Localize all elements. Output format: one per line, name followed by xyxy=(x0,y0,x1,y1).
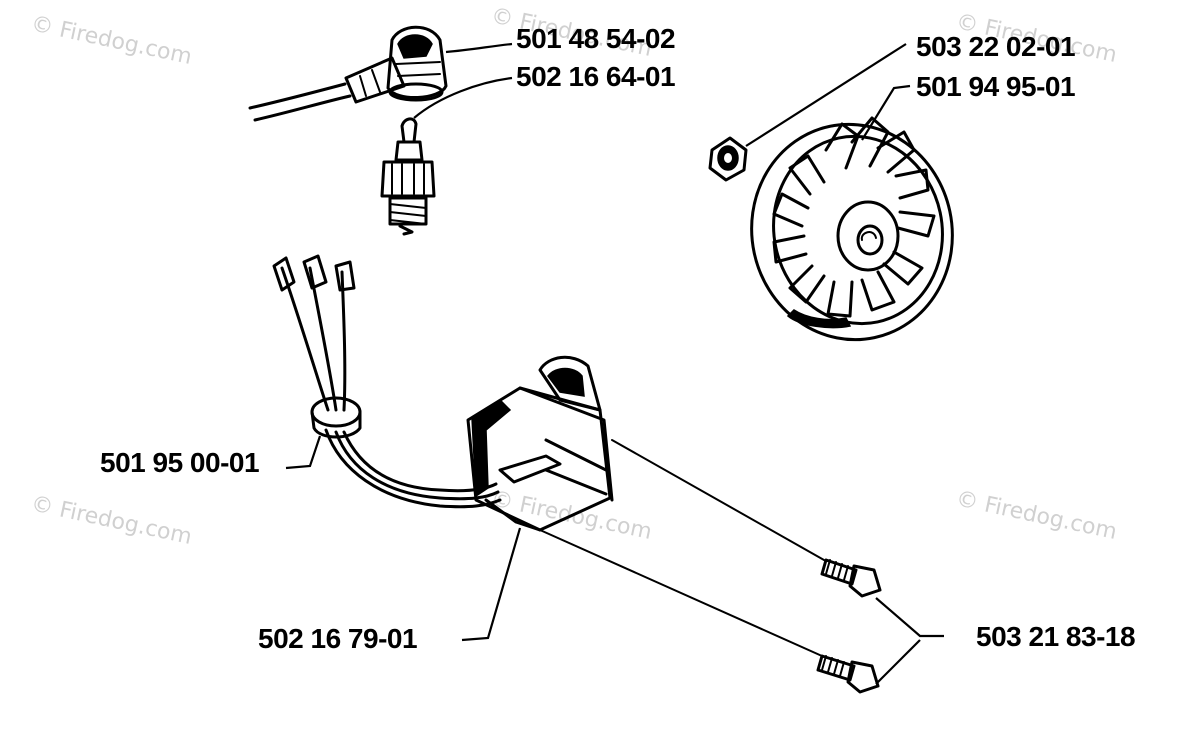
label-screw: 503 21 83-18 xyxy=(976,621,1135,652)
screw-lower xyxy=(816,654,880,694)
flywheel-nut xyxy=(708,136,748,182)
spark-plug xyxy=(380,117,436,236)
label-flywheel: 501 94 95-01 xyxy=(916,71,1075,102)
ignition-wire xyxy=(248,82,352,122)
module-wires xyxy=(272,254,502,509)
label-plug-cap: 501 48 54-02 xyxy=(516,23,675,54)
label-grommet: 501 95 00-01 xyxy=(100,447,259,478)
screw-upper xyxy=(820,558,882,598)
watermark-bottom-right: © Firedog.com xyxy=(954,486,1119,544)
label-nut: 503 22 02-01 xyxy=(916,31,1075,62)
label-spark-plug: 502 16 64-01 xyxy=(516,61,675,92)
part-labels: 501 48 54-02 502 16 64-01 503 22 02-01 5… xyxy=(100,23,1136,654)
watermark-top-left: © Firedog.com xyxy=(29,11,194,69)
wire-grommet xyxy=(310,396,362,439)
spark-plug-cap xyxy=(344,25,448,104)
watermark-bottom-left: © Firedog.com xyxy=(29,491,194,549)
leader-lines xyxy=(285,42,944,685)
ignition-module xyxy=(466,355,614,532)
flywheel xyxy=(750,116,954,342)
label-ignition-module: 502 16 79-01 xyxy=(258,623,417,654)
